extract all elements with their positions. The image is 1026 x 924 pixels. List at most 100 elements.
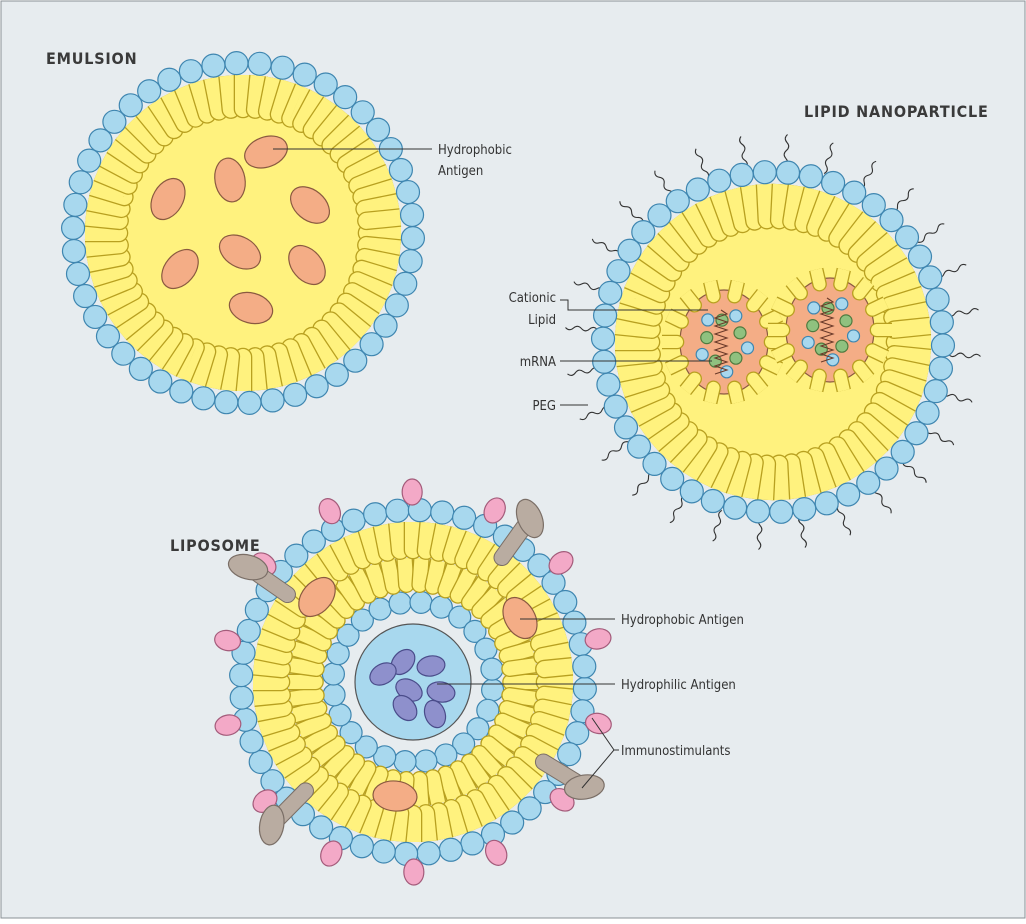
lipid-head bbox=[388, 591, 412, 615]
lipid-head bbox=[95, 324, 121, 349]
lipid-head bbox=[874, 456, 899, 481]
lipid-head bbox=[707, 168, 732, 193]
lipid-head bbox=[481, 678, 505, 702]
peg-chain bbox=[694, 148, 710, 179]
lipid-tail bbox=[502, 688, 537, 706]
lipid-tail bbox=[499, 641, 535, 663]
lipid-head bbox=[606, 259, 631, 284]
lipid-head bbox=[438, 837, 463, 862]
lipid-tail bbox=[296, 626, 331, 651]
hydrophilic-antigen bbox=[369, 662, 397, 686]
peg-chain bbox=[798, 515, 807, 548]
immunostimulant bbox=[584, 628, 612, 650]
peg-chain bbox=[823, 142, 834, 175]
lipid-head bbox=[452, 732, 476, 756]
lipid-tail bbox=[359, 225, 401, 241]
lipid-tail bbox=[481, 598, 514, 628]
lipid-tail bbox=[450, 568, 477, 603]
hydrophobic-antigen bbox=[214, 157, 246, 203]
lipid-head bbox=[842, 180, 867, 205]
lipid-tail bbox=[489, 611, 523, 639]
lipid-head bbox=[598, 280, 623, 305]
hydrophobic-antigen bbox=[289, 186, 331, 224]
lipid-tail bbox=[665, 309, 688, 328]
lipid-tail bbox=[335, 754, 364, 788]
lipid-head bbox=[313, 72, 338, 97]
lipid-head bbox=[798, 164, 824, 189]
lipid-tail bbox=[834, 369, 850, 392]
hydrophilic-antigen bbox=[426, 681, 456, 703]
lipid-head bbox=[284, 543, 309, 568]
lipid-head bbox=[928, 356, 954, 381]
lipid-tail bbox=[235, 75, 251, 117]
lipid-head bbox=[480, 657, 504, 681]
peg-chain bbox=[579, 405, 610, 421]
lipid-head bbox=[701, 313, 715, 327]
lipid-tail bbox=[757, 183, 775, 229]
hydrophobic-antigen bbox=[502, 596, 538, 640]
lipid-head bbox=[565, 721, 590, 746]
lipid-tail bbox=[771, 297, 794, 316]
label-text: PEG bbox=[532, 399, 556, 414]
lipid-head bbox=[393, 750, 417, 774]
lipid-tail bbox=[312, 598, 345, 628]
lipid-tail bbox=[704, 381, 720, 404]
lipid-head bbox=[592, 349, 617, 374]
emulsion-title: EMULSION bbox=[46, 49, 137, 68]
lipid-head bbox=[248, 749, 273, 775]
lipid-head bbox=[572, 676, 597, 701]
lipid-head bbox=[68, 170, 93, 195]
lipid-head bbox=[201, 53, 226, 78]
lipid-tail bbox=[810, 369, 826, 392]
lipid-head bbox=[61, 238, 87, 264]
label-text: Hydrophobic Antigen bbox=[621, 613, 744, 628]
lipid-head bbox=[617, 238, 642, 263]
hydrophobic-antigen bbox=[150, 177, 186, 221]
lipid-tail bbox=[219, 74, 239, 118]
peg-chain bbox=[739, 136, 748, 169]
lipid-head bbox=[631, 219, 656, 245]
lipid-head bbox=[77, 148, 102, 173]
label-line-2: Antigen bbox=[438, 164, 483, 179]
immunostimulant bbox=[548, 551, 574, 575]
lnp-peg-label: PEG bbox=[532, 399, 588, 414]
immunostimulant-cap bbox=[258, 804, 285, 846]
hydrophobic-antigen bbox=[244, 135, 288, 169]
liposome-immunostimulants-label: Immunostimulants bbox=[581, 717, 730, 789]
lipid-head bbox=[354, 735, 378, 759]
lipid-head bbox=[270, 55, 295, 80]
peg-chain bbox=[946, 308, 979, 317]
hydrophilic-antigen bbox=[423, 699, 447, 729]
lipid-head bbox=[350, 100, 375, 125]
lipid-tail bbox=[417, 805, 437, 843]
immunostimulant-cap bbox=[227, 553, 269, 581]
lipid-head bbox=[856, 470, 881, 495]
label-text: mRNA bbox=[520, 355, 556, 370]
lipid-tail bbox=[405, 522, 421, 558]
label-line-2: Lipid bbox=[528, 313, 556, 328]
lipid-head bbox=[371, 839, 396, 864]
lipid-tail bbox=[747, 289, 768, 312]
lipid-tail bbox=[296, 713, 331, 738]
lipid-tail bbox=[289, 675, 323, 689]
lipid-head bbox=[328, 703, 352, 727]
lipid-tail bbox=[380, 770, 401, 805]
lipid-tail bbox=[771, 344, 794, 363]
liposome-particle bbox=[214, 478, 612, 886]
lipid-head bbox=[65, 261, 91, 287]
lipid-head bbox=[365, 117, 391, 142]
liposome-title: LIPOSOME bbox=[170, 536, 260, 555]
peg-chain bbox=[836, 505, 852, 536]
lipid-tail bbox=[866, 297, 889, 316]
lipid-tail bbox=[412, 557, 429, 592]
immunostimulant bbox=[214, 714, 242, 736]
lipid-head bbox=[83, 304, 108, 330]
lipid-head bbox=[695, 347, 709, 362]
peg-chain bbox=[565, 325, 598, 332]
lipid-head bbox=[229, 663, 254, 688]
hydrophobic-antigen bbox=[298, 576, 336, 618]
lipid-tail bbox=[499, 701, 535, 723]
lipid-head bbox=[923, 379, 948, 404]
lipid-head bbox=[309, 815, 334, 840]
mrna-strand bbox=[819, 297, 835, 363]
